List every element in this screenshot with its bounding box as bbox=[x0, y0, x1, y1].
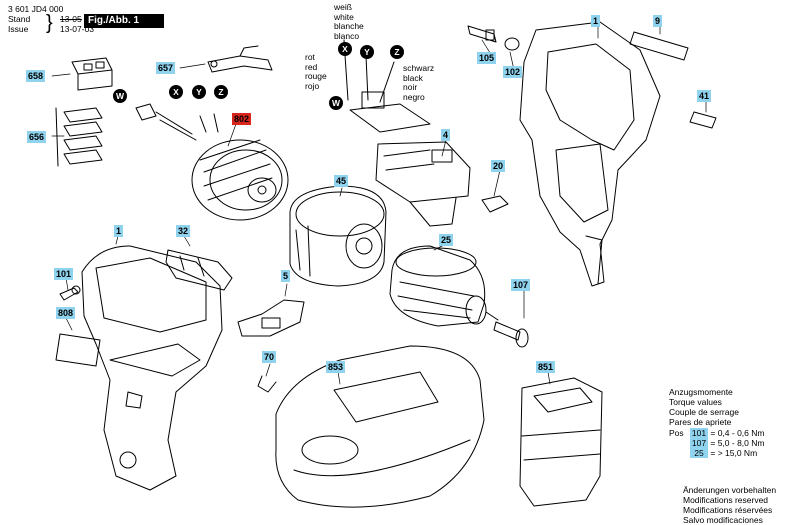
label-9 bbox=[629, 31, 689, 61]
callout-5: 5 bbox=[281, 270, 291, 282]
callout-32: 32 bbox=[176, 225, 191, 237]
switch-4 bbox=[375, 141, 471, 227]
connector-y-left: Y bbox=[192, 85, 206, 99]
callout-101: 101 bbox=[54, 268, 74, 280]
callout-1-top: 1 bbox=[591, 15, 601, 27]
connector-x-left: X bbox=[169, 85, 183, 99]
callout-1-left: 1 bbox=[114, 225, 124, 237]
cap-102 bbox=[504, 37, 520, 51]
screw-101 bbox=[59, 285, 81, 301]
callout-802: 802 bbox=[232, 113, 252, 125]
torque-row: 107 = 5,0 - 8,0 Nm bbox=[690, 438, 765, 448]
modifications-notice: Änderungen vorbehalten Modifications res… bbox=[683, 485, 777, 525]
brush-holder-658 bbox=[71, 57, 113, 91]
connector-x-top: X bbox=[338, 42, 352, 56]
stand-label: Stand bbox=[8, 14, 31, 24]
callout-658: 658 bbox=[26, 70, 46, 82]
callout-102: 102 bbox=[503, 66, 523, 78]
figure-label: Fig./Abb. 1 bbox=[84, 14, 164, 28]
led-105 bbox=[467, 25, 497, 43]
battery-851 bbox=[519, 377, 603, 507]
callout-657: 657 bbox=[156, 62, 176, 74]
brush-set-656 bbox=[55, 107, 103, 167]
callout-45: 45 bbox=[334, 175, 349, 187]
lever-20 bbox=[481, 195, 509, 213]
connector-z-left: Z bbox=[214, 85, 228, 99]
charger-853 bbox=[275, 345, 485, 508]
torque-pos-label: Pos bbox=[669, 428, 684, 438]
housing-left-1 bbox=[81, 245, 223, 491]
bracket-657 bbox=[207, 45, 273, 73]
issue-label: Issue bbox=[8, 24, 29, 34]
part-number: 3 601 JD4 000 bbox=[8, 4, 64, 14]
nameplate-808 bbox=[55, 333, 101, 367]
housing-right-1 bbox=[519, 21, 661, 287]
callout-808: 808 bbox=[56, 307, 76, 319]
gearbox-45 bbox=[289, 185, 387, 287]
motor-802 bbox=[135, 103, 289, 221]
connector-w-left: W bbox=[113, 89, 127, 103]
torque-row: 25 = > 15,0 Nm bbox=[690, 448, 757, 458]
label-41 bbox=[689, 111, 717, 129]
slider-5 bbox=[237, 299, 305, 337]
chuck-25 bbox=[389, 245, 499, 327]
callout-851: 851 bbox=[536, 361, 556, 373]
spring-70 bbox=[257, 375, 277, 393]
callout-4: 4 bbox=[441, 129, 451, 141]
header-brace: } bbox=[46, 12, 53, 34]
torque-title: Anzugsmomente Torque values Couple de se… bbox=[669, 387, 739, 427]
callout-853: 853 bbox=[326, 361, 346, 373]
stand-value: 13-05 bbox=[60, 14, 82, 24]
callout-656: 656 bbox=[27, 131, 47, 143]
connector-w-top: W bbox=[329, 96, 343, 110]
callout-20: 20 bbox=[491, 160, 506, 172]
connector-z-top: Z bbox=[390, 45, 404, 59]
screw-107 bbox=[493, 321, 529, 348]
cover-32 bbox=[165, 249, 233, 291]
callout-41: 41 bbox=[697, 90, 712, 102]
callout-25: 25 bbox=[439, 234, 454, 246]
callout-9: 9 bbox=[653, 15, 663, 27]
callout-107: 107 bbox=[511, 279, 531, 291]
callout-70: 70 bbox=[262, 351, 277, 363]
callout-105: 105 bbox=[477, 52, 497, 64]
torque-row: 101 = 0,4 - 0,6 Nm bbox=[690, 428, 765, 438]
issue-value: 13-07-03 bbox=[60, 24, 95, 34]
connector-y-top: Y bbox=[360, 45, 374, 59]
